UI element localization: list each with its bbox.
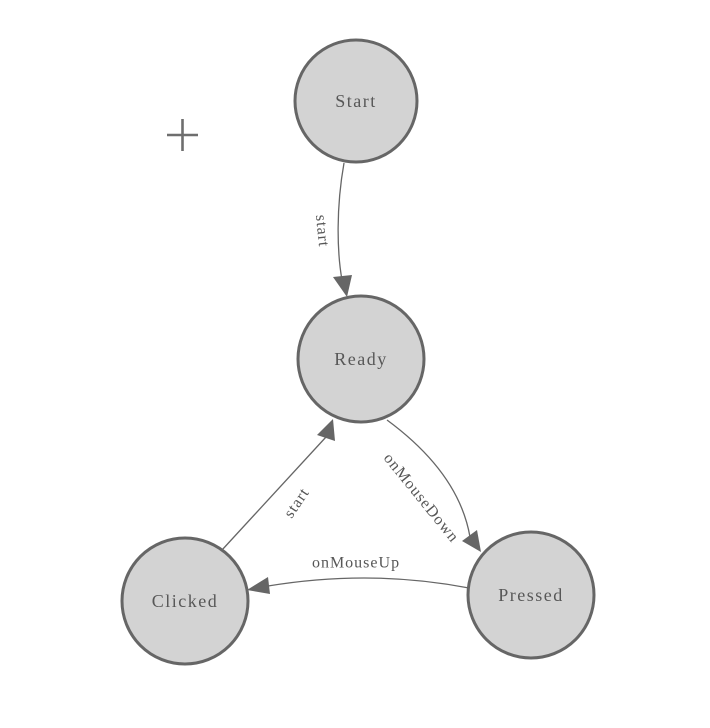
- edge-pressed-to-clicked-line[interactable]: [267, 577, 470, 589]
- edge-label-start-bottom: start: [281, 485, 313, 521]
- node-ready-circle[interactable]: [296, 294, 426, 424]
- node-clicked-circle[interactable]: [120, 536, 250, 666]
- arrowhead-into-ready-bottom: [317, 419, 335, 441]
- edge-ready-to-pressed[interactable]: onMouseDown: [380, 419, 481, 552]
- edge-start-to-ready[interactable]: start: [312, 162, 352, 297]
- arrowhead-into-ready-top: [333, 275, 352, 297]
- node-start-label: Start: [335, 91, 377, 111]
- node-pressed-label: Pressed: [498, 585, 564, 605]
- arrowhead-into-pressed: [462, 530, 481, 552]
- arrowhead-into-clicked: [247, 577, 270, 594]
- edge-label-onmouseup: onMouseUp: [312, 555, 400, 572]
- node-clicked[interactable]: Clicked: [120, 536, 250, 666]
- crosshair-cursor-icon: [167, 119, 198, 151]
- node-pressed[interactable]: Pressed: [466, 530, 596, 660]
- node-ready[interactable]: Ready: [296, 294, 426, 424]
- edge-clicked-to-ready[interactable]: start: [221, 419, 335, 551]
- node-start[interactable]: Start: [293, 38, 419, 164]
- edge-pressed-to-clicked[interactable]: onMouseUp: [247, 555, 470, 595]
- node-pressed-circle[interactable]: [466, 530, 596, 660]
- edge-label-onmousedown: onMouseDown: [380, 450, 462, 546]
- node-start-circle[interactable]: [293, 38, 419, 164]
- node-ready-label: Ready: [334, 349, 387, 369]
- edge-ready-to-pressed-line[interactable]: [386, 419, 471, 538]
- edge-label-start-top: start: [312, 214, 332, 248]
- node-clicked-label: Clicked: [152, 591, 219, 611]
- edge-clicked-to-ready-line[interactable]: [221, 436, 327, 551]
- edge-start-to-ready-line[interactable]: [337, 162, 345, 281]
